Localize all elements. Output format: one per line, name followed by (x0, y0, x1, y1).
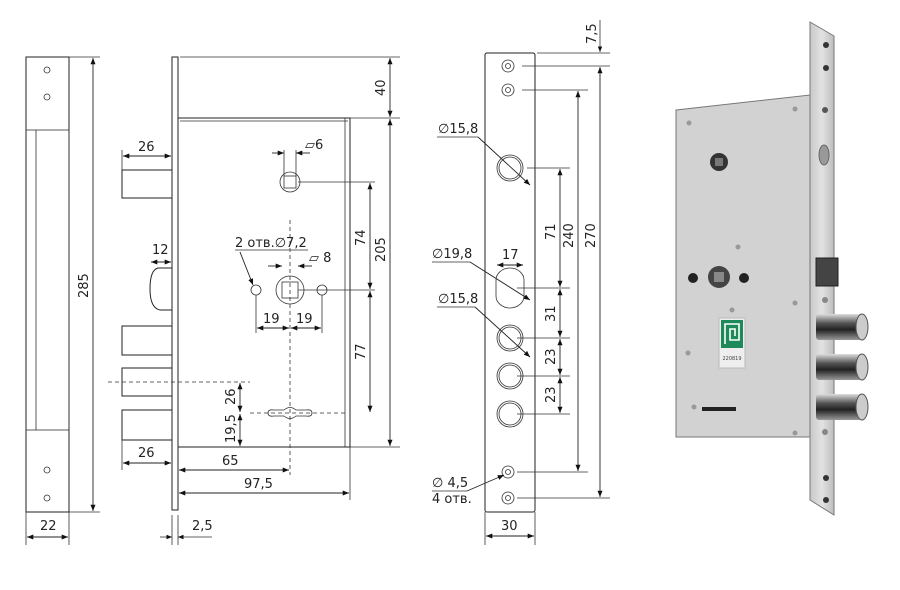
faceplate-view: ∅15,8 ∅19,8 17 ∅15,8 ∅ 4,5 4 отв. 7,5 27… (432, 20, 610, 545)
dim-74-label: 74 (354, 229, 369, 246)
square-8-label: ▱ 8 (309, 251, 331, 266)
bolt-top-projection-label: 26 (138, 140, 155, 155)
dim-23b-label: 23 (544, 386, 559, 403)
photo-lock-body (675, 94, 811, 438)
hole-right-offset-label: 19 (296, 312, 313, 327)
oval-width-label: 17 (502, 248, 519, 263)
latch-projection-label: 12 (152, 243, 169, 258)
dim-270-label: 270 (584, 223, 599, 248)
dim-19-5-label: 19,5 (224, 414, 239, 443)
hole-d19-8-label: ∅19,8 (432, 247, 472, 262)
body-depth-label: 97,5 (244, 477, 273, 492)
dim-71-label: 71 (544, 223, 559, 240)
bolt-bottom-projection-label: 26 (138, 446, 155, 461)
strike-width-label: 22 (40, 519, 57, 534)
dim-31-label: 31 (544, 305, 559, 322)
hole-d15-8-bottom-label: ∅15,8 (438, 292, 478, 307)
dim-23a-label: 23 (544, 348, 559, 365)
lock-side-view: 26 12 26 ▱6 2 отв.∅7,2 ▱ 8 19 19 40 205 … (108, 56, 400, 545)
dim-7-5-label: 7,5 (585, 23, 600, 44)
photo-keyhole (702, 407, 736, 411)
keyhole (267, 407, 313, 419)
dim-26-label: 26 (224, 388, 239, 405)
lock-photo: 220819 (675, 21, 869, 516)
dim-205-label: 205 (374, 237, 389, 262)
dim-240-label: 240 (562, 223, 577, 248)
strike-plate-view: 285 22 (25, 56, 100, 545)
sticker-text: 220819 (722, 356, 741, 362)
screw-count-label: 4 отв. (432, 492, 472, 507)
screw-hole-label: ∅ 4,5 (432, 476, 468, 491)
faceplate-thickness-label: 2,5 (192, 519, 213, 534)
dim-40-label: 40 (374, 79, 389, 96)
holes-note-label: 2 отв.∅7,2 (235, 236, 307, 251)
backset-label: 65 (222, 454, 239, 469)
dim-77-label: 77 (354, 343, 369, 360)
square-6-label: ▱6 (305, 138, 323, 153)
hole-d15-8-top-label: ∅15,8 (438, 122, 478, 137)
hole-left-offset-label: 19 (263, 312, 280, 327)
strike-height-label: 285 (77, 273, 92, 298)
faceplate-width-label: 30 (501, 519, 518, 534)
